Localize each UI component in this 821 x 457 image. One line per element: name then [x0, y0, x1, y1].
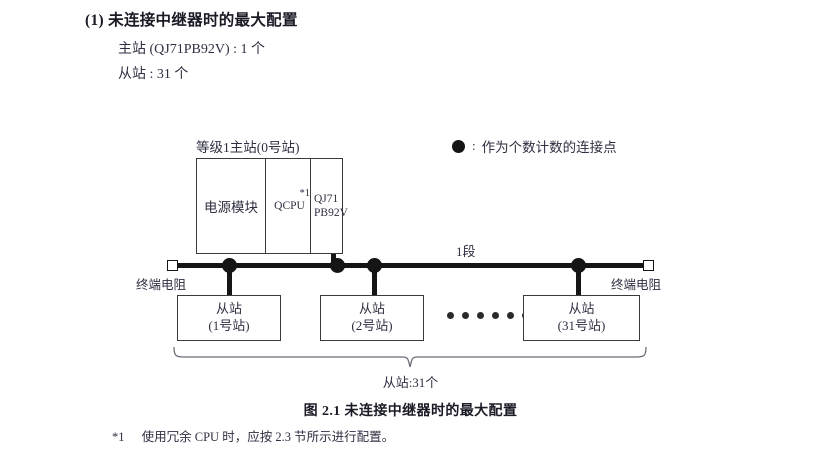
master-station-label: 等级1主站(0号站): [196, 140, 300, 155]
power-module-cell: 电源模块: [204, 200, 258, 215]
legend-separator: :: [472, 138, 476, 153]
footnote-text: 使用冗余 CPU 时，应按 2.3 节所示进行配置。: [141, 430, 395, 444]
cpu-module-cell: *1 QCPU: [265, 159, 310, 253]
slave-title: 从站: [215, 301, 242, 317]
slave-group-brace: [170, 345, 650, 376]
network-module-label-line1: QJ71: [314, 192, 339, 205]
slave-station-number: (31号站): [557, 318, 606, 333]
master-station-spec: 主站 (QJ71PB92V) : 1 个: [118, 42, 266, 57]
ellipsis-dots: [447, 312, 529, 319]
network-module-label-line2: PB92V: [314, 207, 348, 219]
slave-drop-stub: [227, 265, 232, 297]
cpu-footnote-marker: *1: [299, 188, 311, 199]
slave-title: 从站: [568, 301, 595, 317]
figure-caption: 图 2.1 未连接中继器时的最大配置: [303, 404, 518, 419]
terminating-resistor-right-label: 终端电阻: [611, 278, 662, 292]
page-title: (1) 未连接中继器时的最大配置: [85, 12, 298, 29]
terminating-resistor-left-label: 终端电阻: [136, 278, 187, 292]
network-module-cell: QJ71 PB92V: [310, 159, 348, 253]
slave-station-box-2: 从站 (2号站): [320, 295, 424, 341]
legend: : 作为个数计数的连接点: [452, 136, 617, 156]
legend-label: 作为个数计数的连接点: [481, 140, 617, 155]
slave-station-number: (2号站): [351, 318, 393, 333]
connection-node-dot: [330, 258, 345, 273]
slave-title: 从站: [358, 301, 385, 317]
footnote: *1 使用冗余 CPU 时，应按 2.3 节所示进行配置。: [112, 426, 394, 445]
bus-trunk-line: [173, 263, 647, 268]
cpu-module-label: QCPU: [274, 200, 305, 212]
master-rack: 电源模块 *1 QCPU QJ71 PB92V: [196, 158, 348, 254]
slave-station-spec: 从站 : 31 个: [118, 67, 189, 82]
terminating-resistor-left-icon: [167, 260, 178, 271]
slave-group-label: 从站:31个: [382, 375, 439, 390]
terminating-resistor-right-icon: [643, 260, 654, 271]
segment-label: 1段: [456, 244, 476, 259]
filled-circle-icon: [452, 139, 465, 153]
slave-station-box-1: 从站 (1号站): [177, 295, 281, 341]
slave-drop-stub: [576, 265, 581, 297]
slave-station-number: (1号站): [208, 318, 250, 333]
slave-station-box-31: 从站 (31号站): [523, 295, 640, 341]
slave-drop-stub: [372, 265, 377, 297]
footnote-marker: *1: [112, 430, 125, 444]
